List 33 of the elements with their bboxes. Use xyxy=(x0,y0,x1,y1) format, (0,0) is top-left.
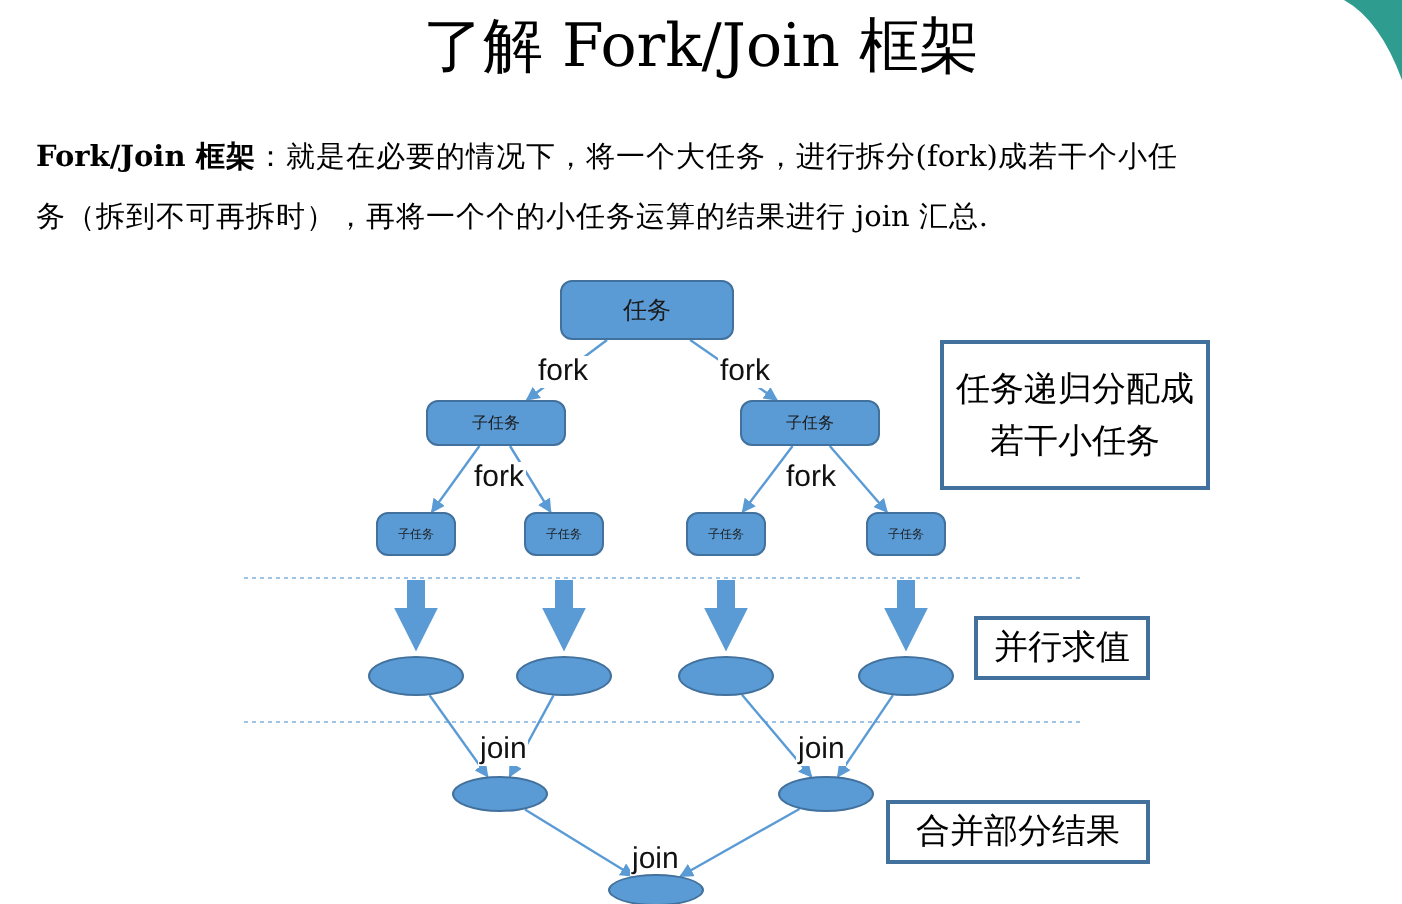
arrow xyxy=(828,445,888,514)
note-box: 并行求值 xyxy=(974,616,1150,680)
edge-label: join xyxy=(478,734,529,766)
result-ellipse xyxy=(778,776,874,812)
result-ellipse xyxy=(608,874,704,904)
result-ellipse xyxy=(368,656,464,696)
arrow xyxy=(430,445,481,514)
note-box: 任务递归分配成若干小任务 xyxy=(940,340,1210,490)
arrow xyxy=(836,694,894,778)
result-ellipse xyxy=(516,656,612,696)
task-box: 子任务 xyxy=(426,400,566,446)
task-box: 子任务 xyxy=(740,400,880,446)
edge-label: fork xyxy=(718,356,773,388)
result-ellipse xyxy=(858,656,954,696)
arrow xyxy=(741,445,794,514)
title: 了解 Fork/Join 框架 xyxy=(423,12,979,82)
arrow xyxy=(524,808,635,878)
edge-label: join xyxy=(630,844,681,876)
block-arrow xyxy=(394,580,438,652)
result-ellipse xyxy=(452,776,548,812)
arrow xyxy=(741,694,813,778)
result-ellipse xyxy=(678,656,774,696)
edge-label: fork xyxy=(536,356,591,388)
arrow xyxy=(428,694,489,778)
block-arrow xyxy=(884,580,928,652)
block-arrow xyxy=(542,580,586,652)
arrow xyxy=(508,445,552,514)
description-paragraph: Fork/Join 框架：就是在必要的情况下，将一个大任务，进行拆分(fork)成若干个小任务（拆到不可再拆时），再将一个个的小任务运算的结果进行 join 汇总. xyxy=(36,138,1180,238)
note-box: 合并部分结果 xyxy=(886,800,1150,864)
arrow xyxy=(679,807,800,878)
block-arrow xyxy=(704,580,748,652)
edge-label: join xyxy=(796,734,847,766)
task-box: 任务 xyxy=(560,280,734,340)
